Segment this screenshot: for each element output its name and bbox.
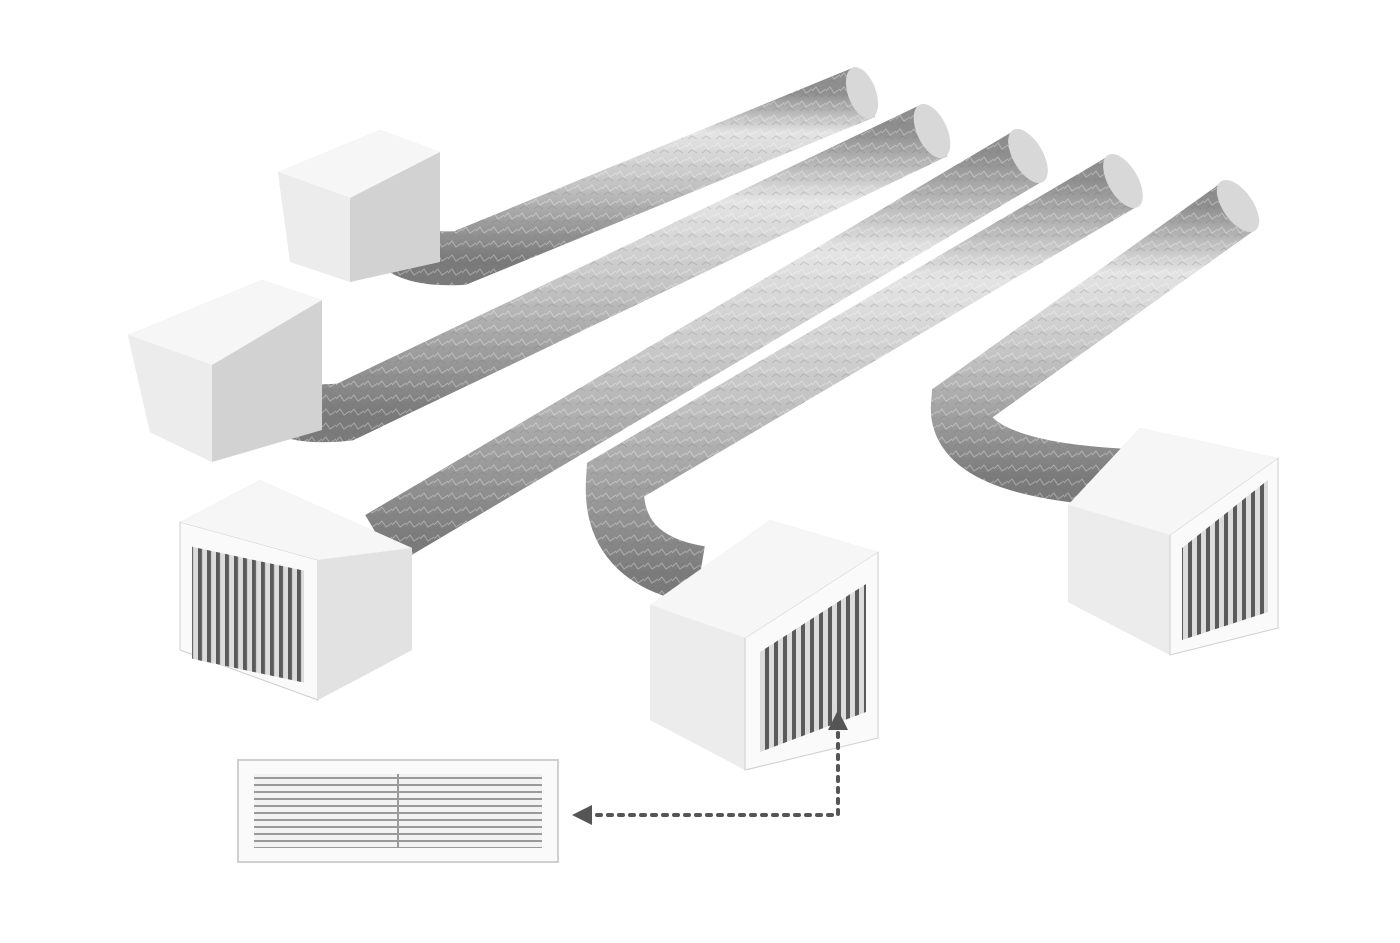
grille-detail-inset xyxy=(237,759,559,863)
dotted-callout-arrow xyxy=(572,710,848,825)
duct-assembly-2 xyxy=(128,103,951,462)
duct-assembly-4 xyxy=(585,153,1143,771)
duct-assembly-3 xyxy=(179,128,1048,701)
duct-assembly-5 xyxy=(930,179,1279,656)
duct-assembly-1 xyxy=(278,67,879,286)
